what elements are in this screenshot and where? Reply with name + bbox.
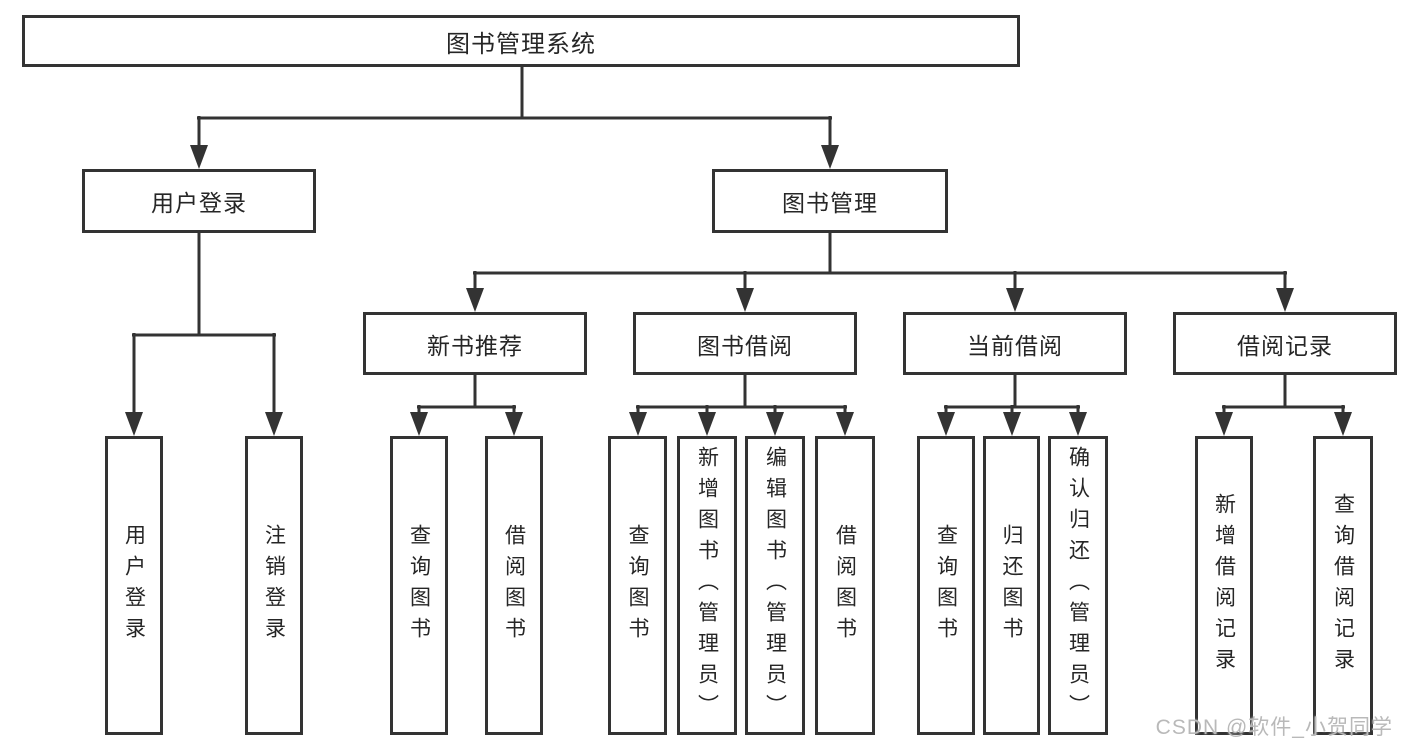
- leaf-label: 新增借阅记录: [1212, 492, 1236, 679]
- leaf-borrow-books-recommend: 借阅图书: [485, 436, 543, 735]
- node-label: 用户登录: [151, 190, 247, 216]
- leaf-return-books: 归还图书: [983, 436, 1040, 735]
- leaf-label: 查询图书: [407, 523, 431, 648]
- leaf-add-borrow-record: 新增借阅记录: [1195, 436, 1253, 735]
- leaf-label: 新增图书（管理员）: [695, 446, 719, 725]
- leaf-edit-books-admin: 编辑图书（管理员）: [745, 436, 805, 735]
- node-new-book-recommendation: 新书推荐: [363, 312, 587, 375]
- leaf-label: 注销登录: [262, 523, 286, 648]
- leaf-query-books-current: 查询图书: [917, 436, 975, 735]
- node-label: 图书管理: [782, 190, 878, 216]
- leaf-label: 用户登录: [122, 523, 146, 648]
- node-user-login: 用户登录: [82, 169, 316, 233]
- leaf-label: 借阅图书: [502, 523, 526, 648]
- leaf-user-login: 用户登录: [105, 436, 163, 735]
- node-book-management: 图书管理: [712, 169, 948, 233]
- node-label: 借阅记录: [1237, 332, 1333, 359]
- leaf-add-books-admin: 新增图书（管理员）: [677, 436, 737, 735]
- node-label: 图书管理系统: [446, 30, 596, 58]
- leaf-query-books-recommend: 查询图书: [390, 436, 448, 735]
- node-borrowing-records: 借阅记录: [1173, 312, 1397, 375]
- node-label: 新书推荐: [427, 332, 523, 359]
- leaf-query-books-borrowing: 查询图书: [608, 436, 667, 735]
- watermark: CSDN @软件_小贺同学: [1155, 716, 1393, 739]
- leaf-query-borrow-record: 查询借阅记录: [1313, 436, 1373, 735]
- leaf-label: 确认归还（管理员）: [1066, 446, 1090, 725]
- node-library-management-system: 图书管理系统: [22, 15, 1020, 67]
- leaf-label: 查询借阅记录: [1331, 492, 1355, 679]
- node-book-borrowing: 图书借阅: [633, 312, 857, 375]
- leaf-label: 编辑图书（管理员）: [763, 446, 787, 725]
- leaf-label: 查询图书: [934, 523, 958, 648]
- node-label: 图书借阅: [697, 332, 793, 359]
- node-label: 当前借阅: [967, 332, 1063, 359]
- node-current-borrowing: 当前借阅: [903, 312, 1127, 375]
- leaf-label: 借阅图书: [833, 523, 857, 648]
- leaf-borrow-books-borrowing: 借阅图书: [815, 436, 875, 735]
- leaf-label: 归还图书: [1000, 523, 1023, 648]
- leaf-confirm-return-admin: 确认归还（管理员）: [1048, 436, 1108, 735]
- leaf-logout: 注销登录: [245, 436, 303, 735]
- leaf-label: 查询图书: [626, 523, 649, 648]
